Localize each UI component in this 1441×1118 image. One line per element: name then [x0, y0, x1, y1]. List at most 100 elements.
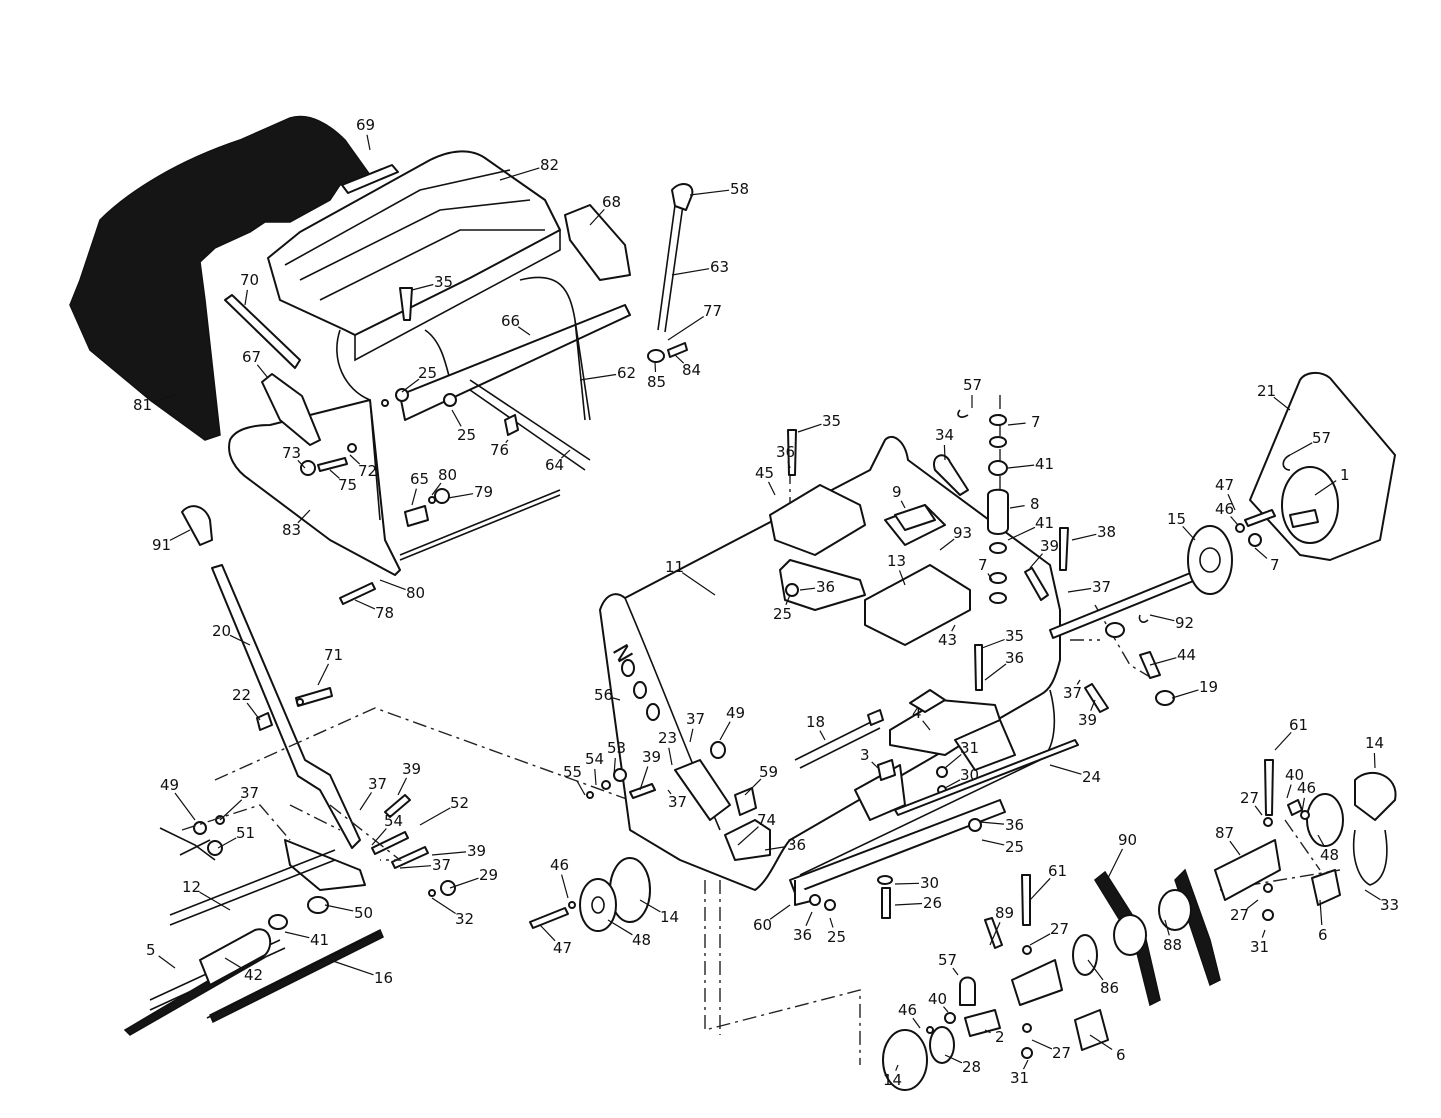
part-callout-label: 39: [642, 748, 661, 766]
part-callout-label: 68: [602, 193, 621, 211]
callout-leader: [979, 821, 1005, 825]
callout-leader: [1229, 840, 1241, 856]
part-callout-label: 33: [1380, 896, 1399, 914]
callout-leader: [764, 846, 787, 851]
callout-leader: [329, 959, 374, 976]
callout-leader: [431, 897, 456, 915]
callout-leader: [1254, 547, 1268, 559]
callout-leader: [944, 779, 961, 789]
callout-leader: [1007, 422, 1026, 426]
part-callout-label: 27: [1240, 789, 1259, 807]
callout-leader: [719, 721, 731, 741]
callout-leader: [229, 634, 251, 646]
callout-leader: [579, 373, 617, 381]
part-callout-label: 1: [1340, 466, 1350, 484]
part-callout-label: 82: [540, 156, 559, 174]
part-callout-label: 30: [920, 874, 939, 892]
callout-leader: [366, 134, 371, 151]
callout-leader: [667, 315, 705, 341]
callout-leader: [1089, 1034, 1113, 1051]
part-callout-label: 7: [978, 556, 988, 574]
part-callout-label: 20: [212, 622, 231, 640]
part-callout-label: 43: [938, 631, 957, 649]
callout-leader: [1076, 679, 1081, 685]
part-callout-label: 84: [682, 361, 701, 379]
part-callout-label: 72: [358, 462, 377, 480]
callout-leader: [1071, 533, 1097, 541]
callout-leader: [244, 289, 248, 306]
part-callout-label: 34: [935, 426, 954, 444]
callout-leader: [613, 757, 616, 776]
callout-leader: [668, 747, 673, 766]
part-callout-label: 23: [658, 729, 677, 747]
part-callout-label: 22: [232, 686, 251, 704]
callout-leader: [401, 378, 420, 393]
part-callout-label: 57: [1312, 429, 1331, 447]
callout-leader: [1254, 805, 1263, 816]
part-callout-label: 35: [434, 273, 453, 291]
callout-leader: [799, 587, 816, 591]
motor: [1281, 466, 1339, 544]
callout-leader: [639, 899, 661, 913]
part-callout-label: 87: [1215, 824, 1234, 842]
part-callout-label: 48: [1320, 846, 1339, 864]
part-callout-label: 37: [240, 784, 259, 802]
part-callout-label: 45: [755, 464, 774, 482]
part-callout-label: 61: [1048, 862, 1067, 880]
callout-leader: [1149, 657, 1177, 666]
part-callout-label: 51: [236, 824, 255, 842]
callout-leader: [1246, 899, 1259, 910]
part-callout-label: 18: [806, 713, 825, 731]
callout-leader: [431, 851, 467, 856]
part-callout-label: 37: [368, 775, 387, 793]
part-callout-label: 80: [438, 466, 457, 484]
callout-leader: [371, 828, 387, 846]
part-callout-label: 6: [1116, 1046, 1126, 1064]
part-callout-label: 37: [686, 710, 705, 728]
callout-leader: [674, 354, 685, 364]
part-callout-label: 31: [960, 739, 979, 757]
callout-leader: [898, 570, 906, 586]
part-callout-label: 47: [1215, 476, 1234, 494]
part-callout-label: 49: [726, 704, 745, 722]
part-callout-label: 36: [816, 578, 835, 596]
part-callout-label: 24: [1082, 768, 1101, 786]
part-callout-label: 31: [1250, 938, 1269, 956]
part-callout-label: 46: [1297, 779, 1316, 797]
callout-leader: [987, 573, 993, 581]
callout-leader: [397, 777, 408, 796]
part-callout-label: 48: [632, 931, 651, 949]
part-callout-label: 52: [450, 794, 469, 812]
callout-leader: [894, 882, 920, 885]
callout-leader: [922, 720, 931, 731]
callout-leader: [447, 493, 474, 499]
part-callout-label: 36: [787, 836, 806, 854]
part-callout-label: 64: [545, 456, 564, 474]
callout-leader: [199, 891, 231, 911]
part-callout-label: 12: [182, 878, 201, 896]
part-callout-label: 46: [898, 1001, 917, 1019]
part-callout-label: 62: [617, 364, 636, 382]
callout-leader: [174, 792, 196, 821]
callout-leader: [744, 778, 762, 796]
callout-leader: [981, 638, 1005, 649]
callout-leader: [297, 459, 306, 469]
part-callout-label: 35: [822, 412, 841, 430]
part-callout-label: 54: [384, 812, 403, 830]
callout-leader: [217, 837, 237, 849]
part-callout-label: 83: [282, 521, 301, 539]
callout-leader: [1227, 493, 1236, 511]
part-callout-label: 27: [1052, 1044, 1071, 1062]
part-callout-label: 29: [479, 866, 498, 884]
callout-leader: [944, 1054, 963, 1064]
part-callout-label: 63: [710, 258, 729, 276]
part-callout-label: 40: [928, 990, 947, 1008]
callout-leader: [900, 500, 906, 509]
callout-leader: [297, 509, 311, 524]
callout-leader: [1087, 959, 1104, 981]
part-callout-label: 36: [1005, 816, 1024, 834]
callout-leader: [589, 208, 605, 226]
callout-leader: [246, 702, 261, 721]
callout-leader: [324, 904, 354, 912]
part-callout-label: 11: [665, 558, 684, 576]
